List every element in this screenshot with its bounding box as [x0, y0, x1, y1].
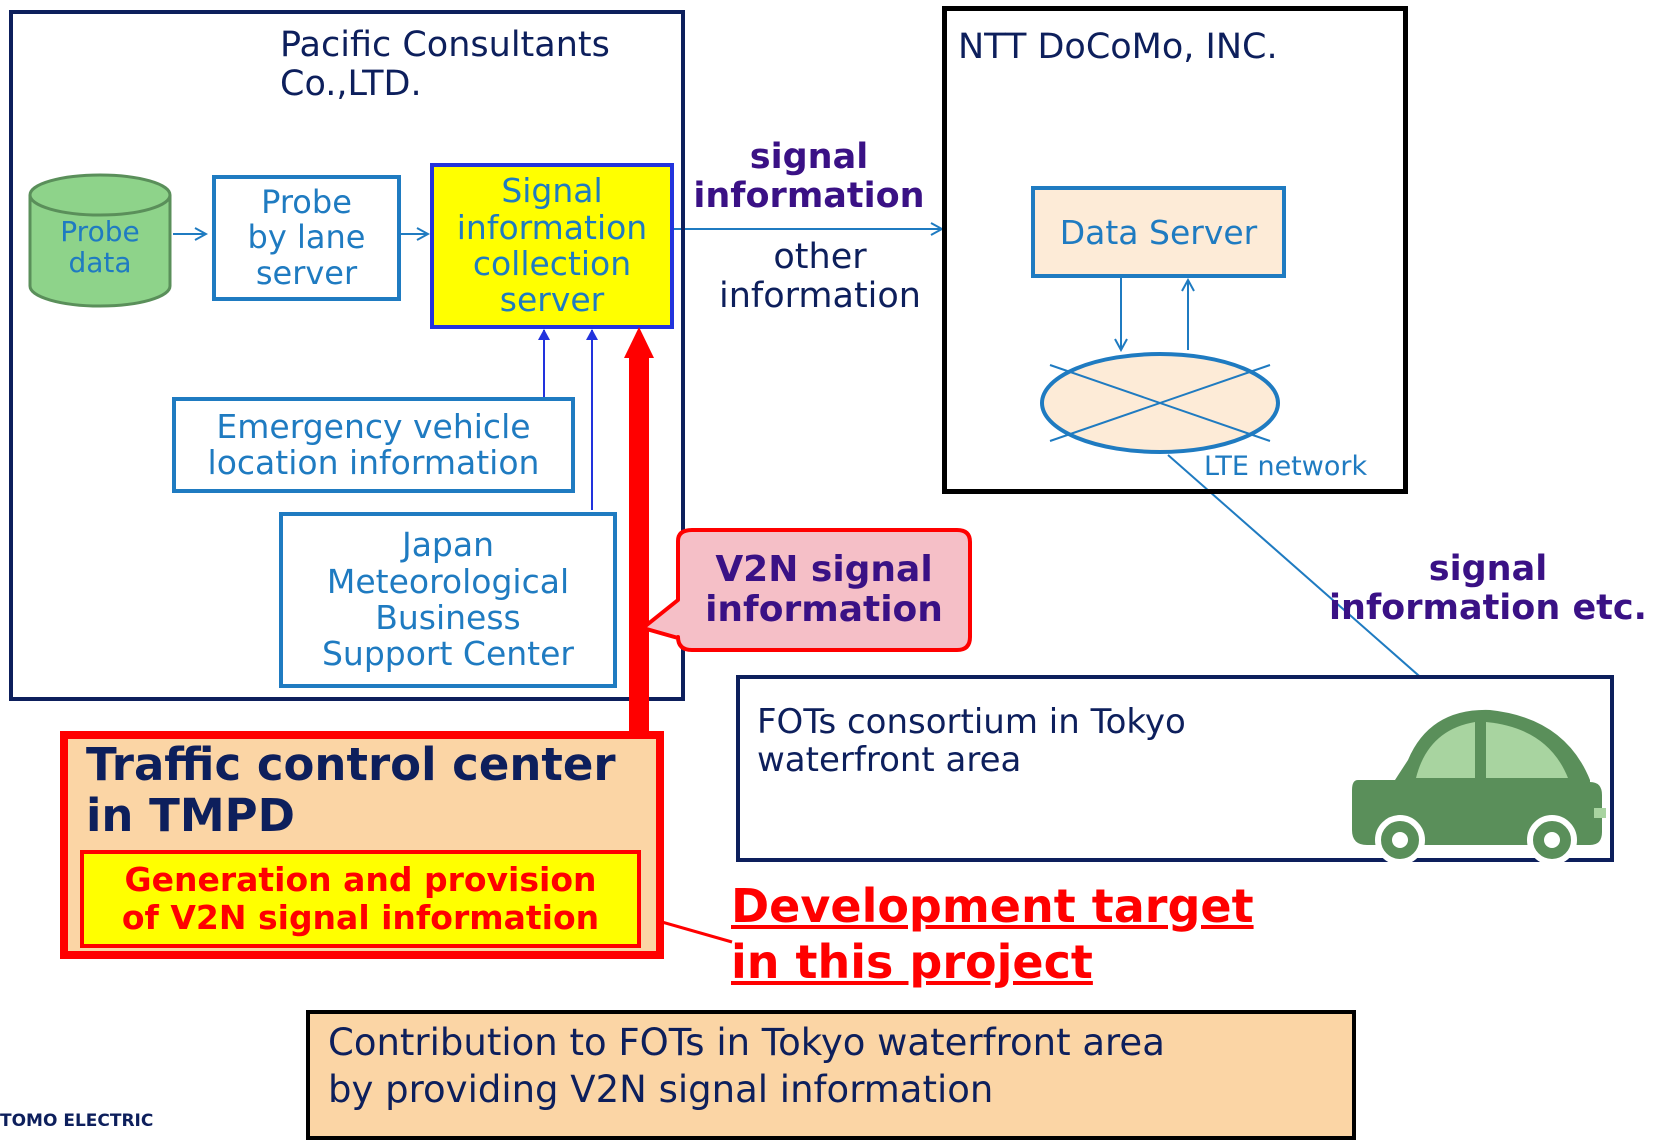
data-server-label: Data Server	[1059, 212, 1258, 252]
jma-box: Japan Meteorological Business Support Ce…	[279, 512, 617, 688]
signal-information-label: signal information	[693, 137, 925, 217]
ntt-docomo-title: NTT DoCoMo, INC.	[958, 27, 1278, 67]
v2n-generation-box: Generation and provision of V2N signal i…	[80, 850, 641, 948]
signal-information-collection-server: Signal information collection server	[430, 163, 674, 329]
signal-server-label: Signal information collection server	[456, 171, 648, 320]
v2n-generation-text: Generation and provision of V2N signal i…	[121, 860, 600, 937]
lte-network-label: LTE network	[1204, 451, 1368, 482]
probe-data-label: Probe data	[60, 215, 140, 280]
v2n-callout-text: V2N signal information	[705, 549, 943, 631]
emergency-vehicle-box: Emergency vehicle location information	[172, 397, 575, 493]
pacific-consultants-box	[9, 10, 685, 701]
contribution-box	[306, 1010, 1356, 1140]
pacific-consultants-title: Pacific Consultants Co.,LTD.	[280, 25, 610, 105]
company-logo: TOMO ELECTRIC	[0, 1111, 154, 1131]
other-information-label: other information	[718, 237, 921, 317]
fots-consortium-text: FOTs consortium in Tokyo waterfront area	[757, 702, 1186, 781]
development-target-text: Development target in this project	[731, 879, 1254, 990]
contribution-text: Contribution to FOTs in Tokyo waterfront…	[328, 1021, 1165, 1111]
probe-by-lane-server: Probe by lane server	[212, 175, 401, 301]
data-server-box: Data Server	[1031, 186, 1286, 278]
vehicle-signal-label: signal information etc.	[1329, 549, 1647, 629]
ntt-docomo-box	[942, 6, 1408, 494]
traffic-control-center-title: Traffic control center in TMPD	[86, 738, 616, 842]
